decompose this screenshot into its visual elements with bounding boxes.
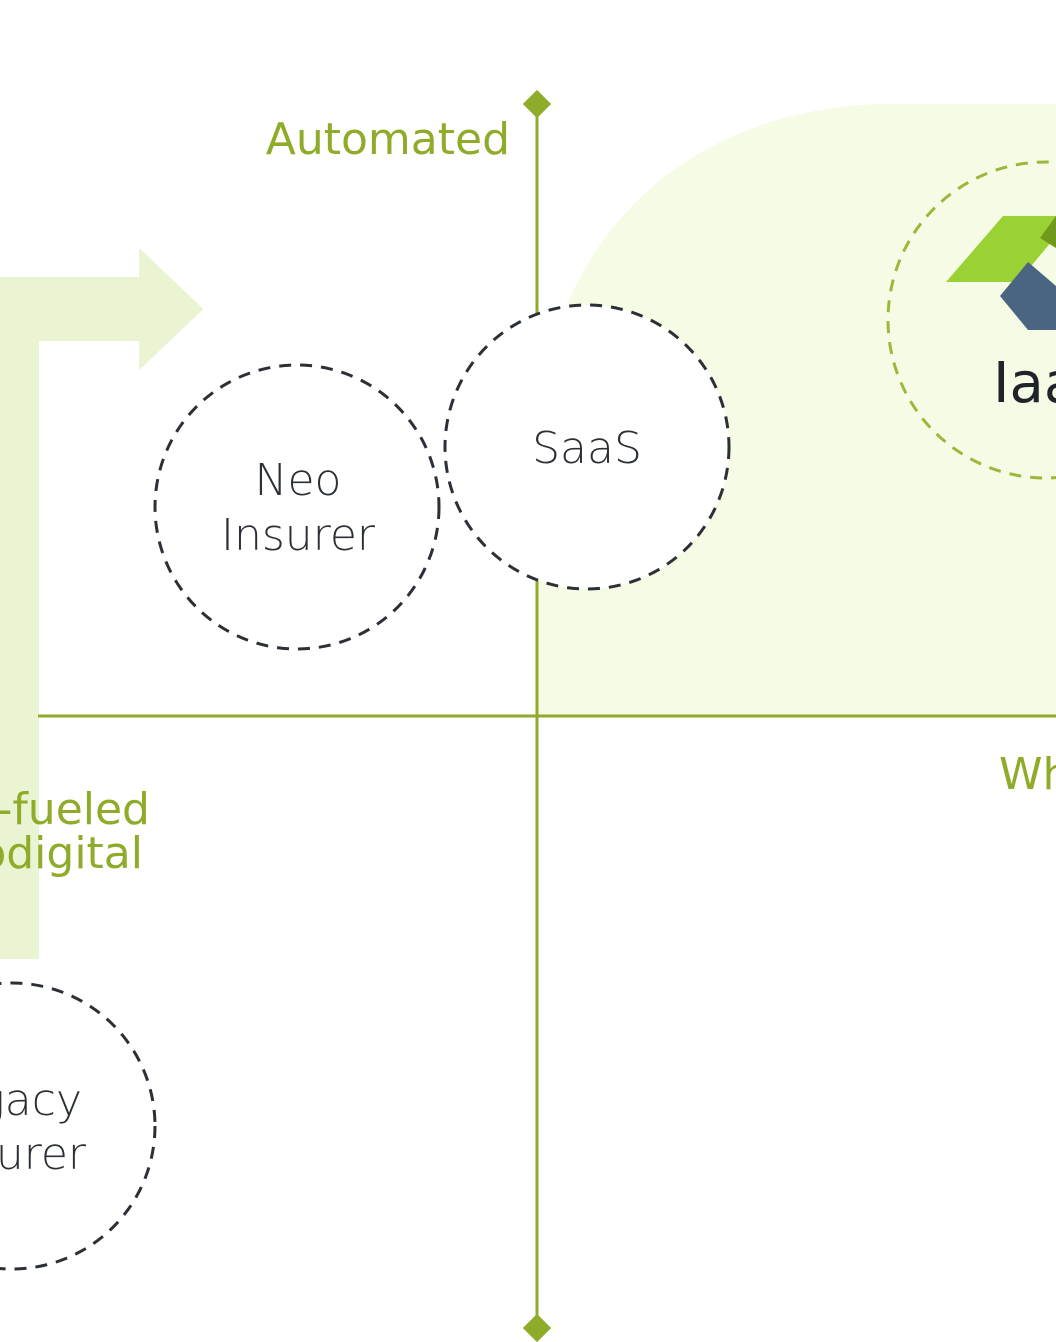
side-label-line1: t-fueled [0, 784, 150, 835]
legacy-insurer-bubble [0, 981, 157, 1271]
legacy-insurer-label-line2: urer [0, 1129, 87, 1180]
growth-arrow [0, 249, 203, 959]
saas-bubble [443, 303, 731, 591]
neo-insurer-label-line1: Neo [255, 455, 342, 506]
axis-bottom-diamond-icon [522, 1313, 552, 1342]
axis-top-diamond-icon [522, 89, 552, 119]
axis-label-top: Automated [266, 114, 510, 165]
iaas-logo-icon [946, 216, 1056, 330]
neo-insurer-bubble [153, 363, 441, 651]
axis-label-right: Wh [999, 749, 1056, 800]
saas-label: SaaS [532, 423, 642, 474]
legacy-insurer-label-line1: gacy [0, 1075, 82, 1126]
iaas-label: Iaa [993, 351, 1056, 416]
side-label-line2: odigital [0, 828, 143, 879]
neo-insurer-label-line2: Insurer [221, 510, 376, 561]
iaas-bubble [886, 160, 1056, 480]
